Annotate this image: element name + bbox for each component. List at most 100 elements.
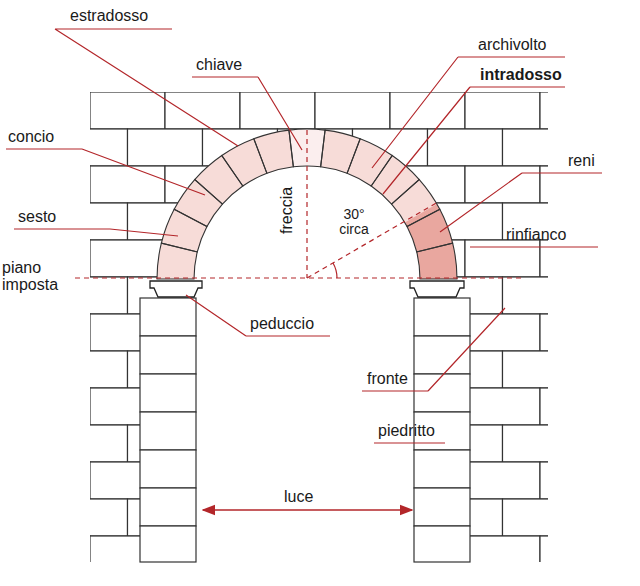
leader-lines <box>6 29 602 510</box>
wall-brick <box>465 166 540 203</box>
rise-line <box>306 130 307 278</box>
wall-brick <box>90 129 128 166</box>
part-label: reni <box>568 153 595 170</box>
part-label: archivolto <box>478 37 546 54</box>
brick-wall <box>90 92 548 562</box>
pier-block <box>140 374 196 412</box>
pier-block <box>414 374 470 412</box>
wall-brick <box>540 92 548 129</box>
voussoir-outline <box>392 180 440 227</box>
piers <box>140 298 470 562</box>
wall-brick <box>540 240 548 277</box>
wall-brick <box>90 240 165 277</box>
construction-lines <box>75 130 525 278</box>
opening-ground <box>140 129 470 566</box>
part-label: piedritto <box>378 423 435 440</box>
voussoir-outline <box>195 156 243 205</box>
wall-brick <box>503 277 549 314</box>
part-label: intradosso <box>480 67 562 84</box>
part-label: 30° circa <box>334 207 374 236</box>
pier-block <box>140 526 196 562</box>
leader-line <box>192 77 302 150</box>
leader-line <box>383 87 565 194</box>
leader-line <box>14 229 178 236</box>
wall-brick <box>503 351 549 388</box>
voussoir-outline <box>347 139 392 186</box>
capitals <box>150 281 464 297</box>
pier-block <box>140 298 196 336</box>
wall-brick <box>465 314 540 351</box>
wall-brick <box>315 92 390 129</box>
wall-brick <box>465 462 540 499</box>
haunch <box>405 204 457 279</box>
capital <box>150 281 202 297</box>
wall-brick <box>465 536 540 562</box>
wall-brick <box>90 92 165 129</box>
wall-brick <box>465 92 540 129</box>
wall-brick <box>540 166 548 203</box>
voussoir-outline <box>161 209 207 252</box>
wall-brick <box>90 499 128 536</box>
wall-brick <box>128 129 203 166</box>
voussoir-outline <box>157 243 197 279</box>
leader-line <box>470 246 598 247</box>
leader-line <box>374 442 445 443</box>
voussoir <box>321 130 361 173</box>
arch <box>157 129 457 279</box>
voussoir-outline <box>321 130 361 173</box>
angle-arc <box>333 263 337 278</box>
wall-brick <box>90 351 128 388</box>
voussoir <box>157 243 197 279</box>
part-label: luce <box>284 489 313 506</box>
wall-brick <box>540 388 548 425</box>
wall-brick <box>503 129 549 166</box>
voussoir-outline <box>254 130 294 173</box>
angle-line <box>307 202 438 278</box>
rise-label: freccia <box>280 186 297 233</box>
leader-line <box>55 29 238 146</box>
wall-brick <box>428 129 503 166</box>
part-label: concio <box>8 129 54 146</box>
capital <box>410 281 464 297</box>
part-label: peduccio <box>250 316 314 333</box>
pier-block <box>414 450 470 488</box>
wall-brick <box>503 425 549 462</box>
voussoir-outline <box>417 243 457 279</box>
impost-line <box>75 277 525 278</box>
leader-line <box>362 308 505 391</box>
span-arrow <box>203 509 412 511</box>
leader-line <box>440 173 602 232</box>
opening <box>140 129 470 566</box>
voussoir-outline <box>222 139 267 186</box>
wall-brick <box>90 277 128 314</box>
pier-block <box>140 488 196 526</box>
part-label: rinfianco <box>506 227 566 244</box>
pier-block <box>414 526 470 562</box>
wall-brick <box>540 536 548 562</box>
pier-block <box>140 336 196 374</box>
wall-brick <box>465 388 540 425</box>
wall-brick <box>390 92 465 129</box>
pier-block <box>140 450 196 488</box>
voussoir-outline <box>407 209 453 252</box>
wall-brick <box>503 499 549 536</box>
pier-block <box>414 488 470 526</box>
leader-line <box>186 295 330 336</box>
pier-block <box>140 412 196 450</box>
leader-line <box>372 57 565 168</box>
pier-block <box>414 298 470 336</box>
part-label: fronte <box>367 371 408 388</box>
part-label: sesto <box>18 209 56 226</box>
wall-brick <box>90 425 128 462</box>
wall-brick <box>465 240 540 277</box>
wall-brick <box>540 462 548 499</box>
part-label: chiave <box>196 57 242 74</box>
wall-brick <box>90 166 165 203</box>
wall-brick <box>90 203 128 240</box>
wall-brick <box>540 314 548 351</box>
part-label: piano imposta <box>2 260 72 294</box>
leader-line <box>6 149 205 195</box>
